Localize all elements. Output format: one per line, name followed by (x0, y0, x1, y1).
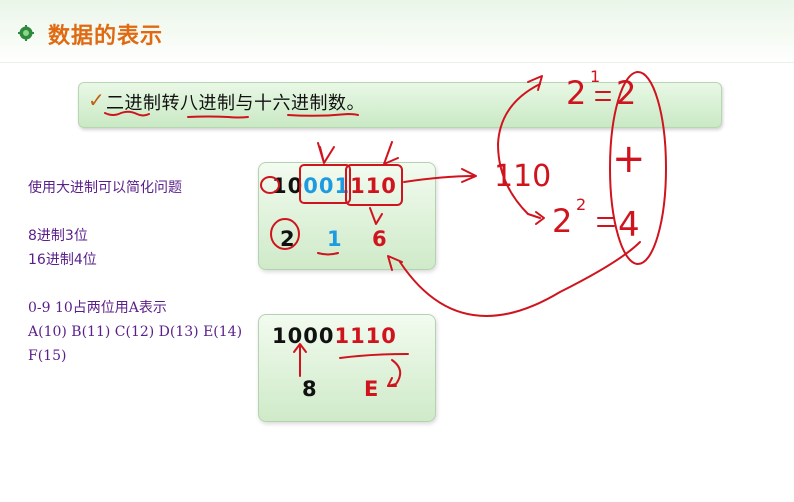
arrow-mark (399, 241, 641, 317)
note-line: F(15) (28, 348, 67, 364)
hex-result: 8 (302, 377, 317, 401)
power-value: 4 (618, 205, 640, 245)
power-exp: 2 (576, 195, 586, 214)
note-line: 8进制3位 (28, 228, 88, 244)
hex-digits: 10001110 (272, 324, 397, 348)
digit-group: 10 (272, 174, 304, 198)
banner-part-hex: 十六进制 (254, 93, 328, 114)
power-base: 2 (552, 202, 572, 240)
digit-group: 1110 (334, 324, 397, 348)
banner-part-octal: 八进制 (180, 93, 236, 114)
hex-result: E (364, 377, 379, 401)
arrow-mark (461, 168, 477, 183)
hex-card (258, 314, 436, 422)
octal-digits: 10001110 (272, 174, 397, 198)
octal-result: 6 (372, 227, 387, 251)
arrow-mark (317, 142, 335, 164)
banner-text: 二进制转八进制与十六进制数。 (106, 89, 365, 115)
note-line: 0-9 10占两位用A表示 (28, 300, 167, 316)
slide-header (0, 0, 794, 63)
digit-group: 1000 (272, 324, 335, 348)
slide-title: 数据的表示 (48, 24, 164, 49)
digit-group: 001 (303, 174, 351, 198)
check-icon: ✓ (88, 88, 105, 112)
note-line: A(10) B(11) C(12) D(13) E(14) (28, 324, 243, 340)
octal-result: 2 (280, 227, 295, 251)
note-line: 16进制4位 (28, 252, 97, 268)
arrow-mark (535, 211, 545, 225)
gear-flower-icon (18, 25, 34, 41)
banner-part: 二进制转 (106, 93, 180, 114)
banner-part: 数。 (328, 93, 365, 114)
binary-110-note: 110 (494, 159, 551, 194)
banner-part: 与 (235, 93, 254, 114)
arrow-mark (383, 141, 399, 165)
digit-group: 110 (350, 174, 397, 198)
plus-sign: + (612, 136, 646, 182)
octal-result: 1 (327, 227, 342, 251)
equals-mark (597, 217, 615, 227)
note-line: 使用大进制可以简化问题 (28, 180, 182, 196)
